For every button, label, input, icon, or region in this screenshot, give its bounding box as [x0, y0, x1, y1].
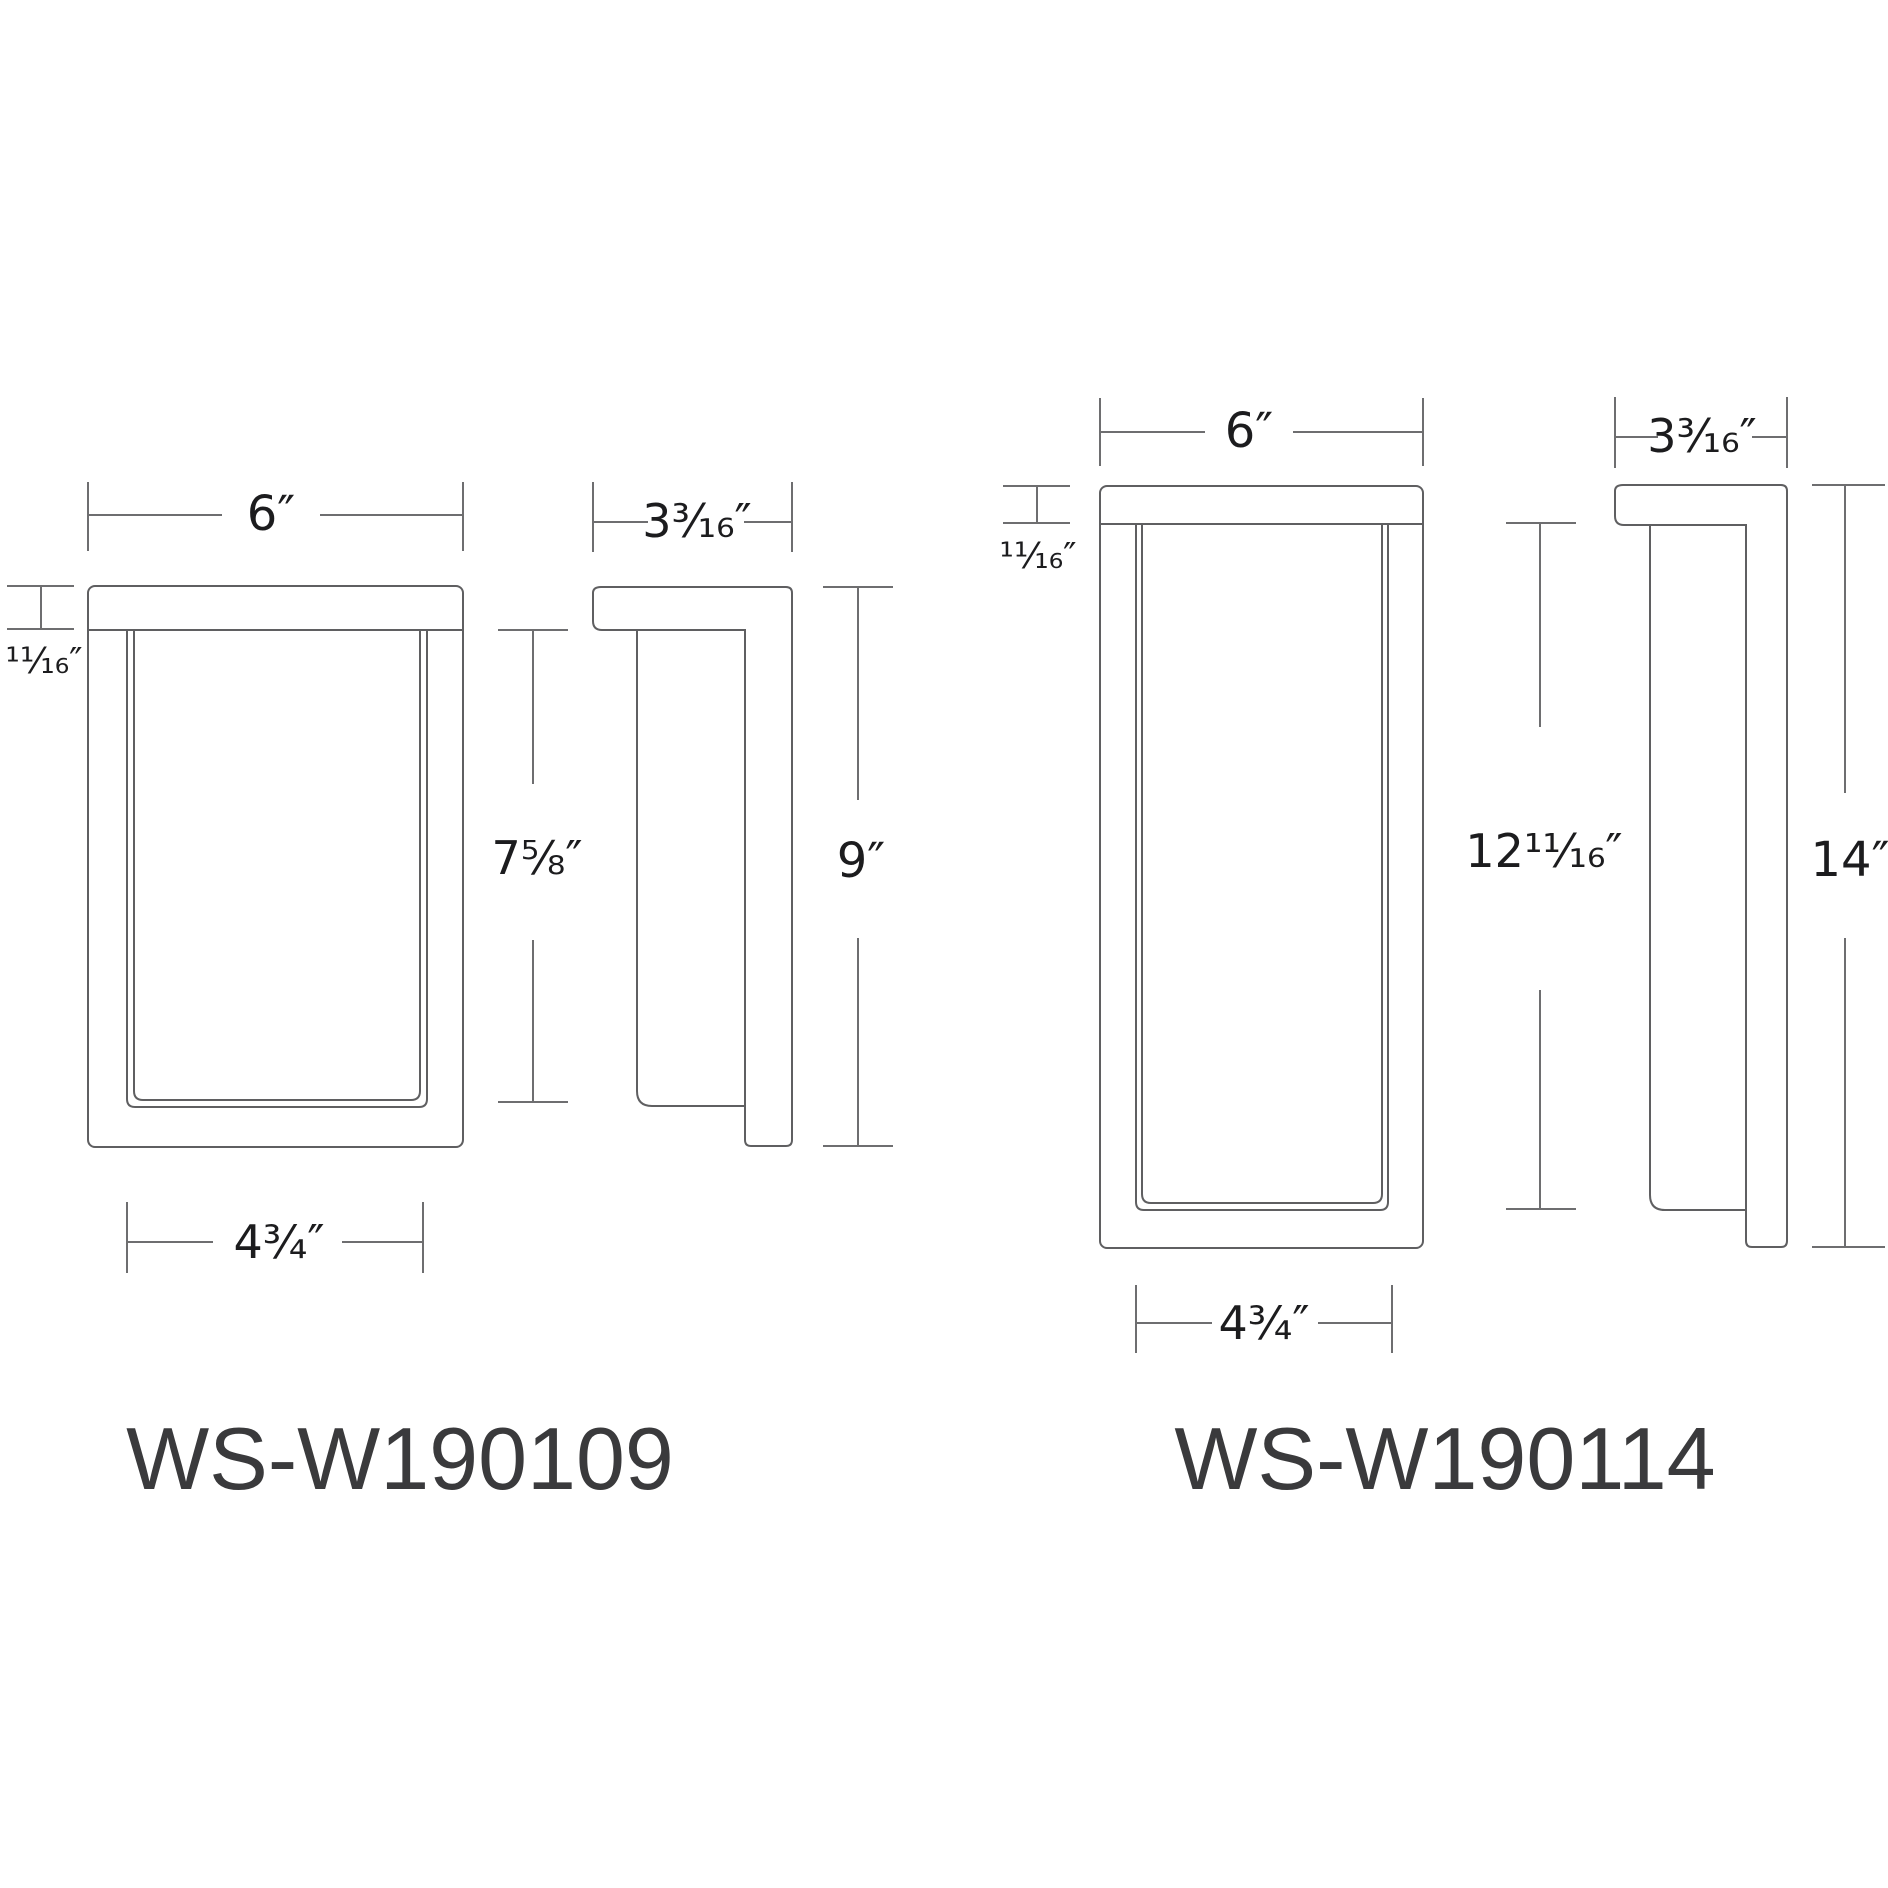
- dim-label-glass-height: 12¹¹⁄₁₆″: [1465, 824, 1622, 878]
- front-view-ws-w190109: [87, 585, 464, 1148]
- dim-overall-height-109: 9″: [823, 586, 893, 1147]
- side-view-ws-w190114: [1614, 484, 1788, 1248]
- front-outer-frame: [87, 585, 464, 1148]
- dim-label-glass-height: 7⅝″: [491, 831, 582, 885]
- dim-label-overall-height: 9″: [837, 833, 885, 889]
- dim-label-glass-width: 4¾″: [1218, 1296, 1309, 1350]
- dim-glass-width-109: 4¾″: [126, 1202, 424, 1273]
- dim-glass-height-114: 12¹¹⁄₁₆″: [1465, 522, 1623, 1210]
- model-number-label: WS-W190114: [1174, 1409, 1715, 1508]
- dim-depth-109: 3³⁄₁₆″: [592, 482, 793, 552]
- dim-cap-height-109: ¹¹⁄₁₆″: [5, 585, 83, 682]
- front-glass-panel: [1141, 524, 1383, 1204]
- front-glass-opening: [126, 630, 428, 1108]
- front-glass-opening: [1135, 524, 1389, 1211]
- side-cap-and-backplate: [1614, 484, 1788, 1248]
- dim-label-depth: 3³⁄₁₆″: [642, 494, 751, 548]
- dim-glass-width-114: 4¾″: [1135, 1285, 1393, 1353]
- dim-label-front-width: 6″: [247, 486, 295, 542]
- dim-front-width-109: 6″: [87, 482, 464, 551]
- diagram-ws-w190109: 6″ ¹¹⁄₁₆″ 7⅝″ 4¾″: [5, 482, 893, 1508]
- side-view-ws-w190109: [592, 586, 793, 1147]
- front-glass-panel: [133, 630, 421, 1101]
- dim-label-cap-height: ¹¹⁄₁₆″: [999, 536, 1076, 577]
- dim-label-overall-height: 14″: [1810, 832, 1888, 888]
- dim-cap-height-114: ¹¹⁄₁₆″: [999, 485, 1077, 577]
- front-view-ws-w190114: [1099, 485, 1424, 1249]
- side-cap-and-backplate: [592, 586, 793, 1147]
- side-glass-profile: [636, 630, 745, 1107]
- dim-overall-height-114: 14″: [1810, 484, 1888, 1248]
- dim-depth-114: 3³⁄₁₆″: [1614, 397, 1788, 468]
- dim-label-front-width: 6″: [1225, 403, 1273, 459]
- diagram-ws-w190114: 6″ ¹¹⁄₁₆″ 12¹¹⁄₁₆″ 4¾″: [999, 397, 1888, 1508]
- dim-label-glass-width: 4¾″: [233, 1215, 324, 1269]
- dim-label-cap-height: ¹¹⁄₁₆″: [5, 641, 82, 682]
- model-number-label: WS-W190109: [126, 1409, 674, 1508]
- side-glass-profile: [1649, 525, 1746, 1211]
- dim-glass-height-109: 7⅝″: [491, 629, 583, 1103]
- dim-label-depth: 3³⁄₁₆″: [1647, 409, 1756, 463]
- front-outer-frame: [1099, 485, 1424, 1249]
- dim-front-width-114: 6″: [1099, 398, 1424, 466]
